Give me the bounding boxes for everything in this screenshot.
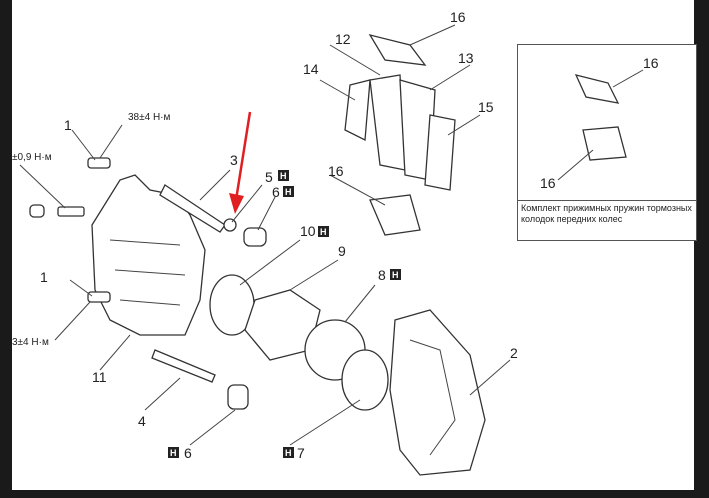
callout-7: 7 <box>297 445 305 461</box>
clip-16-top <box>368 33 427 66</box>
caliper-bracket <box>389 309 486 476</box>
callout-8: 8 <box>378 267 386 283</box>
callout-16-top: 16 <box>450 9 466 25</box>
bleeder-cap <box>29 204 45 218</box>
callout-15: 15 <box>478 99 494 115</box>
torque-top-bolt: 38±4 Н·м <box>128 112 171 123</box>
callout-16-mid: 16 <box>328 163 344 179</box>
callout-10: 10 <box>300 223 316 239</box>
callout-1-top: 1 <box>64 117 72 133</box>
red-arrow <box>234 111 252 201</box>
spring-kit-inset: 16 16 Комплект прижимных пружин тормозны… <box>517 44 697 241</box>
shim-15 <box>424 114 456 191</box>
bolt-bottom <box>87 291 111 303</box>
brake-caliper-diagram: 1 38±4 Н·м ±0,9 Н·м 1 3±4 Н·м 3 5 H 6 H … <box>12 9 518 476</box>
callout-9: 9 <box>338 243 346 259</box>
boot-6-upper <box>243 227 267 247</box>
torque-bleeder: ±0,9 Н·м <box>12 152 52 163</box>
boot-6-lower <box>227 384 249 410</box>
callout-2: 2 <box>510 345 518 361</box>
callout-16-kit-bottom: 16 <box>540 175 556 191</box>
torque-bottom-bolt: 3±4 Н·м <box>12 337 49 348</box>
kit-clip-bottom <box>582 126 627 161</box>
boot-ring <box>341 349 389 411</box>
callout-14: 14 <box>303 61 319 77</box>
shim-14 <box>344 79 371 142</box>
guide-pin-upper <box>159 184 226 233</box>
grease-mark: H <box>285 187 292 197</box>
callout-11: 11 <box>92 369 107 385</box>
grease-mark: H <box>285 448 292 458</box>
callout-4: 4 <box>138 413 146 429</box>
pad-inner <box>369 74 406 171</box>
grease-mark: H <box>320 227 327 237</box>
callout-3: 3 <box>230 152 238 168</box>
callout-5: 5 <box>265 169 273 185</box>
callout-12: 12 <box>335 31 351 47</box>
callout-6-lower: 6 <box>184 445 192 461</box>
kit-caption: Комплект прижимных пружин тормозных коло… <box>518 200 696 240</box>
bolt-top <box>87 157 111 169</box>
callout-16-kit-top: 16 <box>643 55 659 71</box>
callout-6-upper: 6 <box>272 184 280 200</box>
kit-clip-top <box>574 74 620 104</box>
bleeder-screw <box>57 206 85 217</box>
grease-mark: H <box>392 270 399 280</box>
clip-16-bottom <box>369 194 421 236</box>
red-arrowhead <box>229 193 244 214</box>
callout-13: 13 <box>458 50 474 66</box>
grease-mark: H <box>170 448 177 458</box>
guide-pin-lower <box>151 349 216 383</box>
callout-1-bottom: 1 <box>40 269 48 285</box>
grease-mark: H <box>280 171 287 181</box>
diagram-sheet: 1 38±4 Н·м ±0,9 Н·м 1 3±4 Н·м 3 5 H 6 H … <box>12 0 697 490</box>
caliper-body <box>91 174 206 336</box>
sleeve-5 <box>223 218 237 232</box>
